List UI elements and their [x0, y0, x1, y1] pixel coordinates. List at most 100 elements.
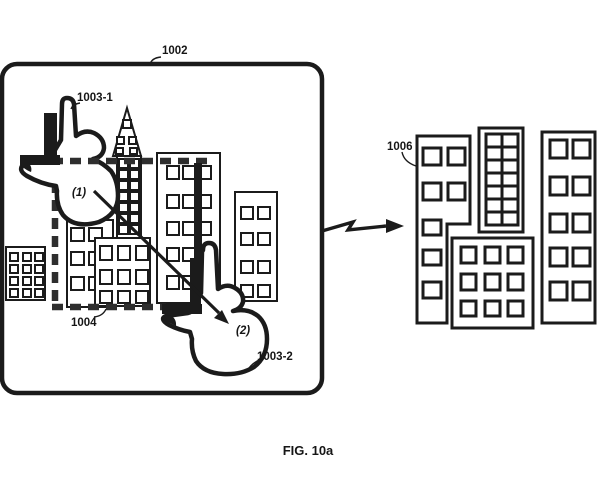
window — [500, 210, 520, 227]
window — [70, 227, 85, 242]
window — [571, 280, 592, 302]
window — [571, 175, 592, 197]
zoom-result-arrow-shaft — [321, 219, 387, 233]
window — [135, 245, 149, 261]
window — [9, 264, 19, 274]
window — [22, 264, 32, 274]
selection-right-edge-stripe — [194, 163, 202, 260]
leader-1002 — [149, 56, 162, 66]
window — [117, 290, 131, 304]
window — [117, 245, 131, 261]
window — [500, 145, 520, 162]
corner-marks — [20, 113, 202, 314]
window — [548, 246, 569, 268]
window — [99, 245, 113, 261]
window — [483, 245, 502, 265]
window — [548, 175, 569, 197]
window — [129, 213, 140, 224]
window — [446, 146, 467, 167]
window — [484, 132, 504, 149]
zoom-building-left — [415, 134, 472, 325]
window — [129, 169, 140, 180]
window — [421, 146, 443, 167]
window — [483, 272, 502, 292]
window — [129, 191, 140, 202]
label-result-1006: 1006 — [387, 141, 413, 153]
window — [500, 197, 520, 214]
window — [500, 184, 520, 201]
window — [115, 147, 124, 155]
window — [571, 246, 592, 268]
window — [34, 276, 44, 286]
window — [548, 212, 569, 234]
window — [446, 181, 467, 202]
label-device-1002: 1002 — [162, 45, 188, 57]
zoom-building-right — [540, 130, 597, 325]
window — [118, 224, 129, 235]
label-step-2: (2) — [236, 325, 250, 337]
drag-gesture-arrow-shaft — [92, 189, 221, 315]
city-scene — [5, 104, 278, 308]
label-hand2-1003-2: 1003-2 — [257, 351, 293, 363]
window — [257, 232, 271, 246]
window — [22, 276, 32, 286]
window — [22, 288, 32, 298]
window — [484, 171, 504, 188]
leader-lines — [70, 56, 417, 372]
window — [118, 169, 129, 180]
window — [421, 280, 443, 300]
drag-gesture-arrow — [92, 189, 229, 324]
window — [571, 212, 592, 234]
window — [484, 145, 504, 162]
window — [506, 245, 525, 265]
window — [34, 288, 44, 298]
window — [129, 180, 140, 191]
window — [257, 284, 271, 298]
window — [128, 136, 137, 145]
window — [459, 299, 478, 318]
label-selection-1004: 1004 — [71, 317, 97, 329]
window — [118, 191, 129, 202]
window — [166, 221, 180, 236]
window — [135, 269, 149, 285]
window — [459, 272, 478, 292]
window — [34, 252, 44, 262]
window — [99, 290, 113, 304]
window — [571, 138, 592, 160]
window — [166, 165, 180, 180]
window — [34, 264, 44, 274]
window — [166, 194, 180, 209]
zoomed-buildings — [415, 126, 597, 330]
building-small-left — [5, 246, 46, 301]
window — [70, 251, 85, 266]
crop-mark-bottom-right-vertical — [190, 258, 201, 312]
window — [166, 275, 180, 290]
crop-mark-bottom-right-horizontal — [162, 304, 202, 314]
window — [459, 245, 478, 265]
window — [9, 288, 19, 298]
zoom-building-grid — [477, 126, 525, 234]
window — [166, 247, 180, 262]
window — [135, 290, 149, 304]
figure-caption: FIG. 10a — [283, 443, 334, 458]
window — [500, 171, 520, 188]
zoom-building-front — [450, 236, 535, 330]
window — [506, 272, 525, 292]
window — [117, 269, 131, 285]
crop-mark-top-left-vertical — [44, 113, 57, 165]
window — [506, 299, 525, 318]
window — [257, 206, 271, 220]
leader-1006 — [401, 151, 417, 167]
building-right-pairs — [234, 191, 278, 302]
window — [118, 202, 129, 213]
window — [22, 252, 32, 262]
window — [484, 197, 504, 214]
window — [70, 276, 85, 291]
leader-1003-1 — [70, 102, 81, 110]
window — [129, 147, 138, 155]
leader-1004 — [93, 308, 107, 318]
window — [257, 260, 271, 274]
window — [9, 252, 19, 262]
window — [548, 280, 569, 302]
